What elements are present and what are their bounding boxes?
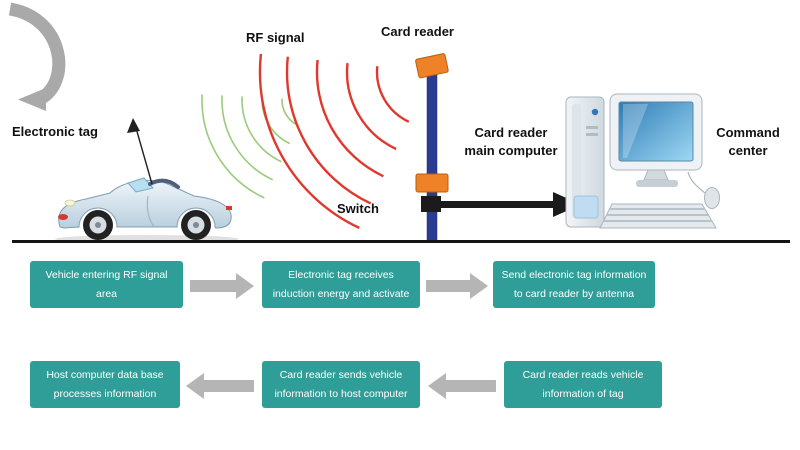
card-reader-pole-icon: [415, 53, 449, 243]
cable-arrow-icon: [437, 192, 581, 217]
flow-curve-arrow: [8, 2, 66, 111]
rf-signal-label: RF signal: [246, 30, 305, 45]
card-reader-label: Card reader: [381, 24, 454, 39]
ground-line: [12, 240, 790, 243]
card-reader-main-computer-line2: main computer: [464, 143, 558, 158]
command-center-line1: Command: [716, 125, 780, 140]
car-icon: [55, 177, 239, 243]
command-center-label: Command center: [704, 124, 792, 160]
flow-arrow-5: [186, 373, 254, 399]
card-reader-main-computer-line1: Card reader: [474, 125, 548, 140]
card-reader-main-computer-label: Card reader main computer: [452, 124, 570, 160]
tag-pointer-arrow-icon: [127, 118, 153, 185]
rf-waves-red-icon: [258, 53, 410, 229]
electronic-tag-label: Electronic tag: [12, 124, 98, 139]
scene-illustration: [12, 53, 790, 243]
switch-label: Switch: [337, 201, 379, 216]
flow-arrow-4: [428, 373, 496, 399]
computer-icon: [565, 93, 720, 229]
flow-arrow-2: [426, 273, 488, 299]
command-center-line2: center: [728, 143, 768, 158]
flow-arrow-1: [190, 273, 254, 299]
rf-waves-green-icon: [201, 94, 299, 199]
